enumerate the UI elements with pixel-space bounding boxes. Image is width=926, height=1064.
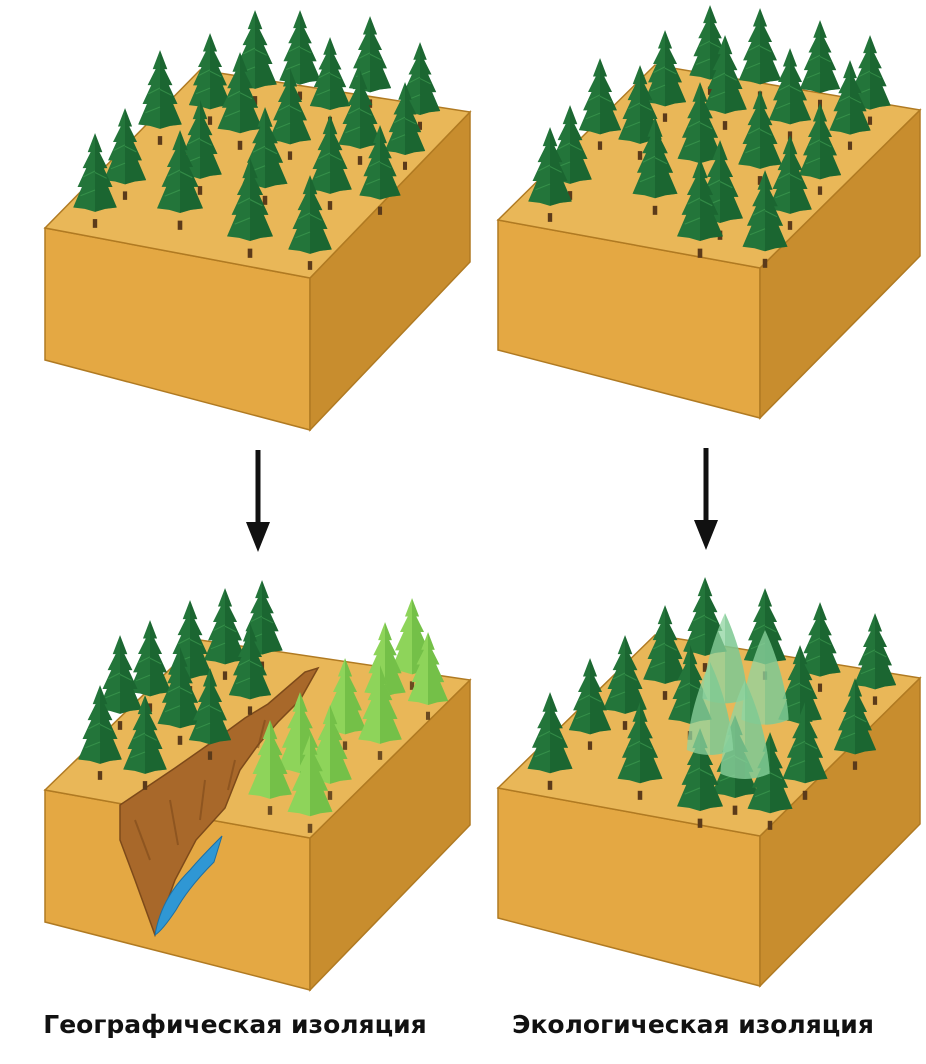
down-arrow-icon [694,448,718,550]
caption-geographic-isolation: Географическая изоляция [43,1010,427,1039]
block-top-right [496,64,922,420]
caption-ecological-isolation: Экологическая изоляция [512,1010,874,1039]
block-bottom-left [43,639,472,992]
river-icon [154,835,223,936]
down-arrow-icon [246,450,270,552]
